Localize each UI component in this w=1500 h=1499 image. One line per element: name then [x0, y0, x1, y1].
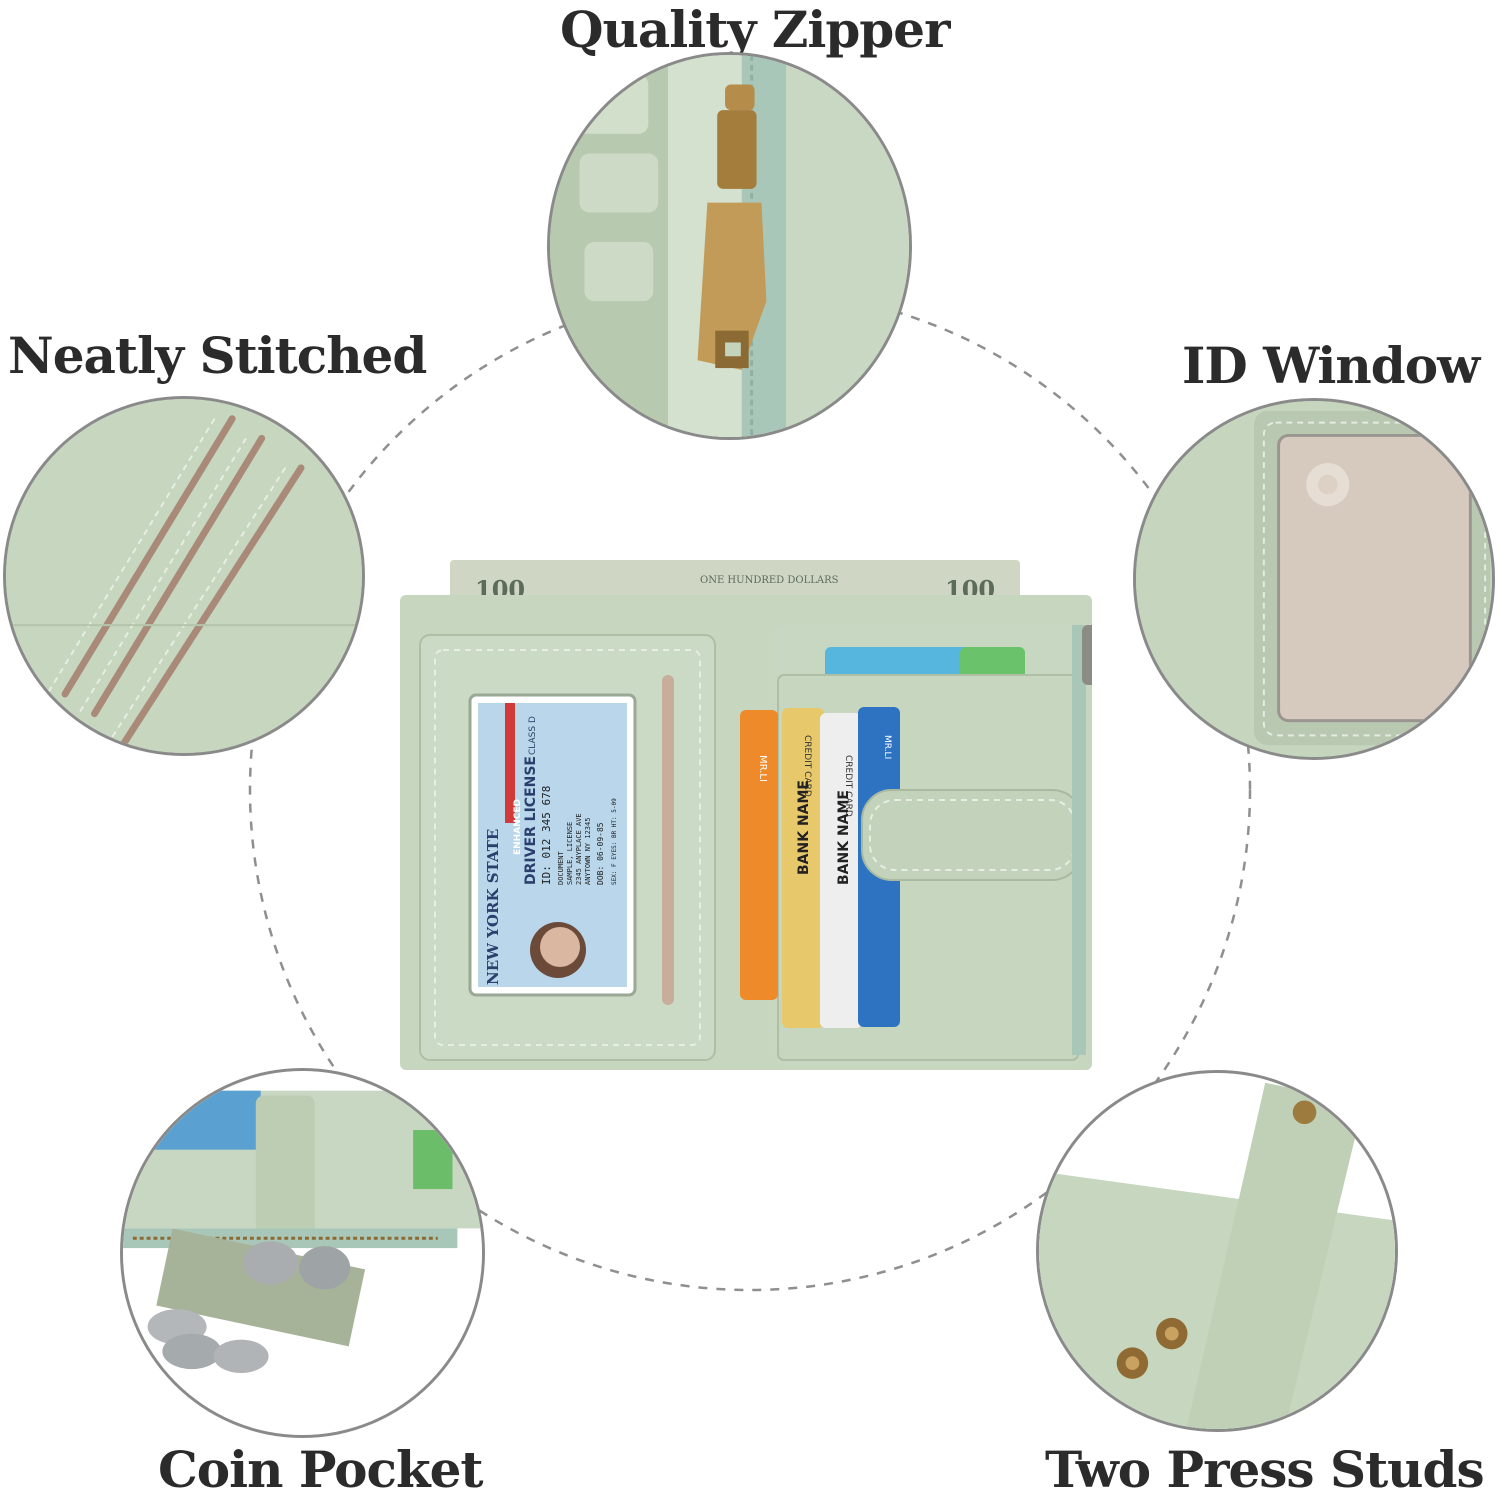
id-doc-line-2: SAMPLE, LICENSE: [566, 822, 574, 885]
card-blue-name: MR.LI: [882, 735, 892, 759]
id-doc-line-4: ANYTOWN NY 12345: [584, 818, 592, 885]
side-zipper-track: [1072, 625, 1086, 1055]
card-white-bank: BANK NAME: [836, 790, 852, 885]
card-orange: [740, 710, 778, 1000]
id-enhanced: ENHANCED: [513, 799, 523, 855]
wallet-main-image: 100 ONE HUNDRED DOLLARS 100 NEW YORK STA…: [400, 555, 1092, 1075]
id-dob: DOB: 06-09-85: [596, 822, 605, 885]
card-orange-name: MR.LI: [757, 755, 768, 782]
wallet-illustration: 100 ONE HUNDRED DOLLARS 100 NEW YORK STA…: [400, 560, 1092, 1070]
title-id-window: ID Window: [1182, 336, 1480, 395]
card-white: [820, 713, 862, 1028]
id-class: CLASS D: [528, 716, 538, 755]
id-sex-eyes: SEX: F EYES: BR HT: 5-09: [611, 798, 618, 885]
id-doc-line-1: DOCUMENT: [557, 850, 565, 885]
zipper-detail-image: [550, 55, 909, 437]
id-doc-line-3: 2345 ANYPLACE AVE: [575, 813, 583, 885]
title-two-press-studs: Two Press Studs: [1045, 1440, 1485, 1499]
card-gold-bank: BANK NAME: [796, 780, 812, 875]
zoom-circle-press-studs: [1036, 1070, 1398, 1432]
zoom-circle-zipper: [547, 52, 912, 440]
snap-strap: [861, 789, 1083, 881]
stitching-detail-image: [6, 399, 362, 753]
card-gold: [782, 708, 824, 1028]
id-license-type: DRIVER LICENSE: [523, 756, 539, 885]
title-coin-pocket: Coin Pocket: [158, 1440, 483, 1499]
coin-pocket-detail-image: [123, 1071, 482, 1435]
id-state: NEW YORK STATE: [484, 829, 502, 985]
title-neatly-stitched: Neatly Stitched: [8, 326, 427, 385]
zoom-circle-id-window: [1133, 398, 1495, 760]
title-quality-zipper: Quality Zipper: [560, 0, 950, 59]
zoom-circle-coin-pocket: [120, 1068, 485, 1438]
press-studs-detail-image: [1039, 1073, 1395, 1429]
card-slot: [662, 675, 674, 1005]
zoom-circle-stitched: [3, 396, 365, 756]
zipper-pull: [1082, 625, 1092, 685]
card-gold-type: CREDIT CARD: [802, 735, 812, 797]
id-number: ID: 012 345 678: [540, 786, 553, 885]
bill-text: ONE HUNDRED DOLLARS: [700, 575, 839, 586]
id-window-detail-image: [1136, 401, 1492, 757]
card-white-type: CREDIT CARD: [843, 755, 853, 817]
